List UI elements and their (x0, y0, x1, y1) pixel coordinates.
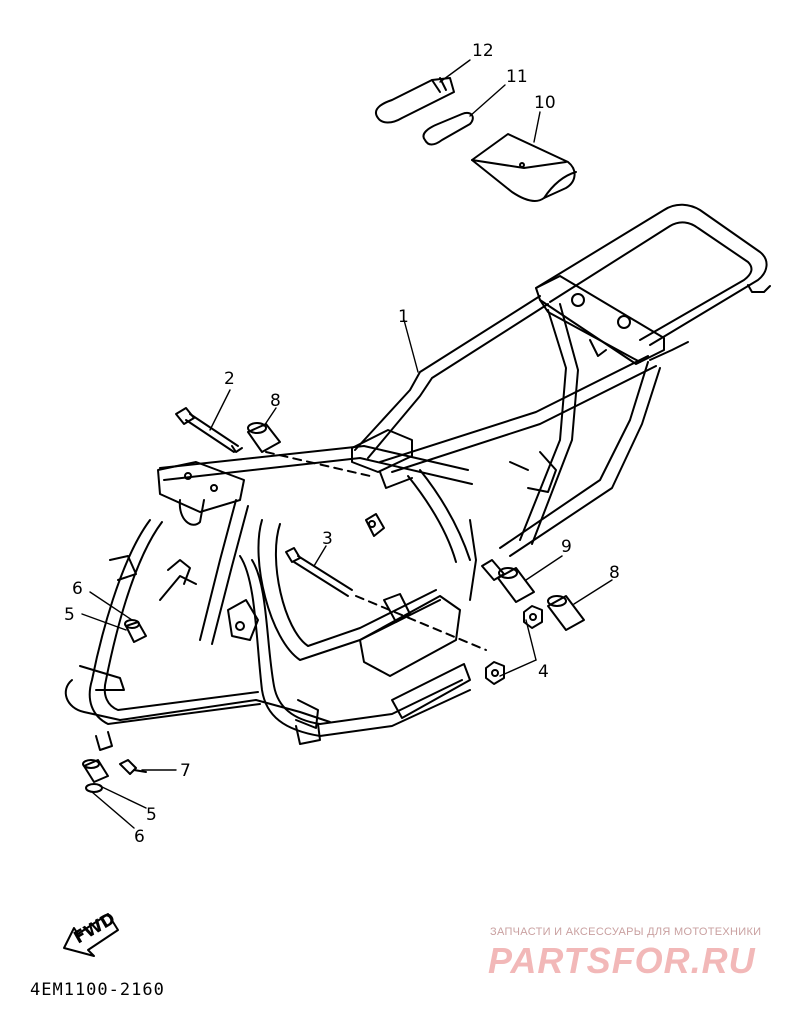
callout-label: 2 (224, 369, 235, 389)
callout-label: 4 (538, 662, 549, 682)
callout-labels: 12 11 10 1 2 8 3 9 8 6 5 4 7 5 6 FWD (64, 41, 620, 948)
spacer-collar-upper (247, 422, 281, 453)
part-number-label: 4EM1100-2160 (30, 980, 165, 1000)
callout-label: 8 (609, 563, 620, 583)
nut-lower (485, 661, 505, 685)
damper-bottom (82, 759, 109, 793)
tool-pouch-part (471, 133, 577, 202)
watermark-logo: PARTSFOR.RU (488, 940, 756, 981)
callout-label: 9 (561, 537, 572, 557)
leader-lines (81, 59, 613, 829)
fwd-arrow-icon (63, 913, 119, 957)
bolt-small (119, 759, 147, 775)
nut-right (523, 605, 543, 629)
callout-label: 11 (506, 67, 528, 87)
strap-part (374, 77, 455, 124)
callout-label: 3 (322, 529, 333, 549)
band-part (422, 112, 474, 146)
main-frame (64, 203, 771, 751)
callout-label: 7 (180, 761, 191, 781)
spacer-collar-right (547, 595, 585, 631)
callout-label: 5 (146, 805, 157, 825)
callout-label: 5 (64, 605, 75, 625)
fwd-arrow-label: FWD (71, 909, 120, 949)
callout-label: 6 (72, 579, 83, 599)
bolt-lower (285, 547, 353, 597)
collar-right (481, 559, 535, 603)
callout-label: 12 (472, 41, 494, 61)
damper-front (124, 619, 147, 643)
bolt-upper (175, 407, 243, 453)
callout-label: 6 (134, 827, 145, 847)
callout-label: 1 (398, 307, 409, 327)
watermark-tagline: ЗАПЧАСТИ И АКСЕССУАРЫ ДЛЯ МОТОТЕХНИКИ (490, 926, 762, 938)
callout-label: 8 (270, 391, 281, 411)
callout-label: 10 (534, 93, 556, 113)
